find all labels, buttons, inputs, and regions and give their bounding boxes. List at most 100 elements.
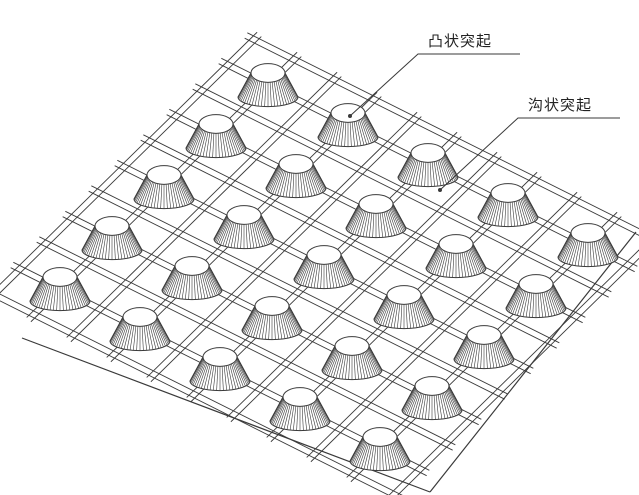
dome-hatch xyxy=(412,299,421,328)
dome-hatch xyxy=(141,322,144,351)
dome-hatch xyxy=(114,319,126,347)
dome-hatch xyxy=(170,269,181,297)
dome-hatch xyxy=(208,266,223,292)
dome-hatch xyxy=(472,245,486,271)
dome-hatch xyxy=(356,117,365,146)
dome-hatch xyxy=(34,279,46,307)
groove-leader-dot xyxy=(438,188,442,192)
dome-hatch xyxy=(231,126,244,153)
dome-hatch xyxy=(233,360,244,388)
dome-hatch xyxy=(316,397,331,423)
dome-hatch xyxy=(267,165,281,192)
dome-hatch xyxy=(599,236,610,264)
dome-hatch xyxy=(244,308,257,335)
dome-hatch xyxy=(230,219,237,248)
dome-hatch xyxy=(386,208,395,236)
dome-hatch xyxy=(32,279,45,306)
dome-hatch xyxy=(303,402,307,431)
dome-top xyxy=(358,194,394,214)
dome-hatch xyxy=(584,238,587,267)
dome-hatch xyxy=(282,310,291,338)
dome-hatch xyxy=(93,230,102,258)
dome-hatch xyxy=(442,248,449,277)
dome-hatch xyxy=(179,176,193,203)
convex-dome xyxy=(265,154,327,199)
dome-hatch xyxy=(486,196,497,224)
dome-hatch xyxy=(335,350,344,379)
dome-hatch xyxy=(155,319,168,346)
groove-rib xyxy=(195,83,612,293)
dome-hatch xyxy=(349,437,364,463)
dome-hatch xyxy=(148,321,157,350)
dome-hatch xyxy=(205,129,211,158)
dome-hatch xyxy=(419,296,433,323)
dome-hatch xyxy=(178,177,190,205)
dome-hatch xyxy=(189,356,204,382)
dome-hatch xyxy=(153,320,164,348)
dome-hatch xyxy=(63,282,67,311)
convex-domes xyxy=(29,63,619,472)
dome-hatch xyxy=(215,216,229,243)
dome-hatch xyxy=(482,195,494,223)
dome-hatch xyxy=(366,441,373,470)
dome-hatch xyxy=(377,209,380,238)
dome-hatch xyxy=(208,267,222,293)
dome-hatch xyxy=(385,442,391,471)
convex-leader-line xyxy=(349,53,520,117)
dome-hatch xyxy=(409,157,418,185)
dome-hatch xyxy=(30,278,44,304)
dome-hatch xyxy=(389,207,400,235)
dome-hatch xyxy=(145,322,151,351)
dome-hatch xyxy=(480,340,483,369)
dome-hatch xyxy=(302,258,313,286)
dome-hatch xyxy=(285,169,291,198)
convex-dome xyxy=(269,387,331,432)
groove-rib xyxy=(66,71,338,338)
dome-hatch xyxy=(396,436,411,462)
convex-dome xyxy=(29,267,91,312)
dome-hatch xyxy=(452,249,455,278)
dome-hatch xyxy=(258,217,270,245)
dome-hatch xyxy=(171,179,178,208)
dome-hatch xyxy=(277,311,283,340)
dome-hatch xyxy=(466,248,475,276)
dome-hatch xyxy=(268,311,271,340)
dome-hatch xyxy=(497,198,503,227)
dome-hatch xyxy=(71,280,82,308)
dome-hatch xyxy=(101,231,107,260)
dome-hatch xyxy=(418,297,430,325)
dome-hatch xyxy=(325,260,328,289)
dome-hatch xyxy=(432,247,443,275)
dome-hatch xyxy=(133,174,148,200)
dome-hatch xyxy=(76,276,91,302)
dome-hatch xyxy=(406,388,418,416)
dome-hatch xyxy=(546,288,555,316)
dome-hatch xyxy=(425,243,440,269)
dome-hatch xyxy=(519,288,528,317)
dome-hatch xyxy=(391,440,402,468)
dome-hatch xyxy=(117,231,123,260)
dome-hatch xyxy=(41,281,50,309)
dome-hatch xyxy=(192,127,203,155)
dome-hatch xyxy=(444,153,459,179)
dome-hatch xyxy=(324,116,335,144)
dome-hatch xyxy=(517,288,526,316)
dome-hatch xyxy=(196,360,207,388)
convex-dome xyxy=(133,165,195,210)
dome-hatch xyxy=(311,165,325,192)
convex-dome xyxy=(241,296,303,341)
dome-hatch xyxy=(532,289,535,318)
dome-hatch xyxy=(425,391,429,420)
dome-hatch xyxy=(409,300,415,329)
dome-hatch xyxy=(194,359,206,387)
dome-hatch xyxy=(574,237,581,266)
dome-hatch xyxy=(359,350,366,379)
dome-hatch xyxy=(524,192,539,218)
dome-hatch xyxy=(453,335,468,361)
dome-hatch xyxy=(282,75,294,103)
dome-hatch xyxy=(355,117,362,146)
dome-hatch xyxy=(353,118,359,147)
dome-hatch xyxy=(359,116,370,144)
dome-hatch xyxy=(109,317,124,343)
dome-hatch xyxy=(227,219,236,248)
